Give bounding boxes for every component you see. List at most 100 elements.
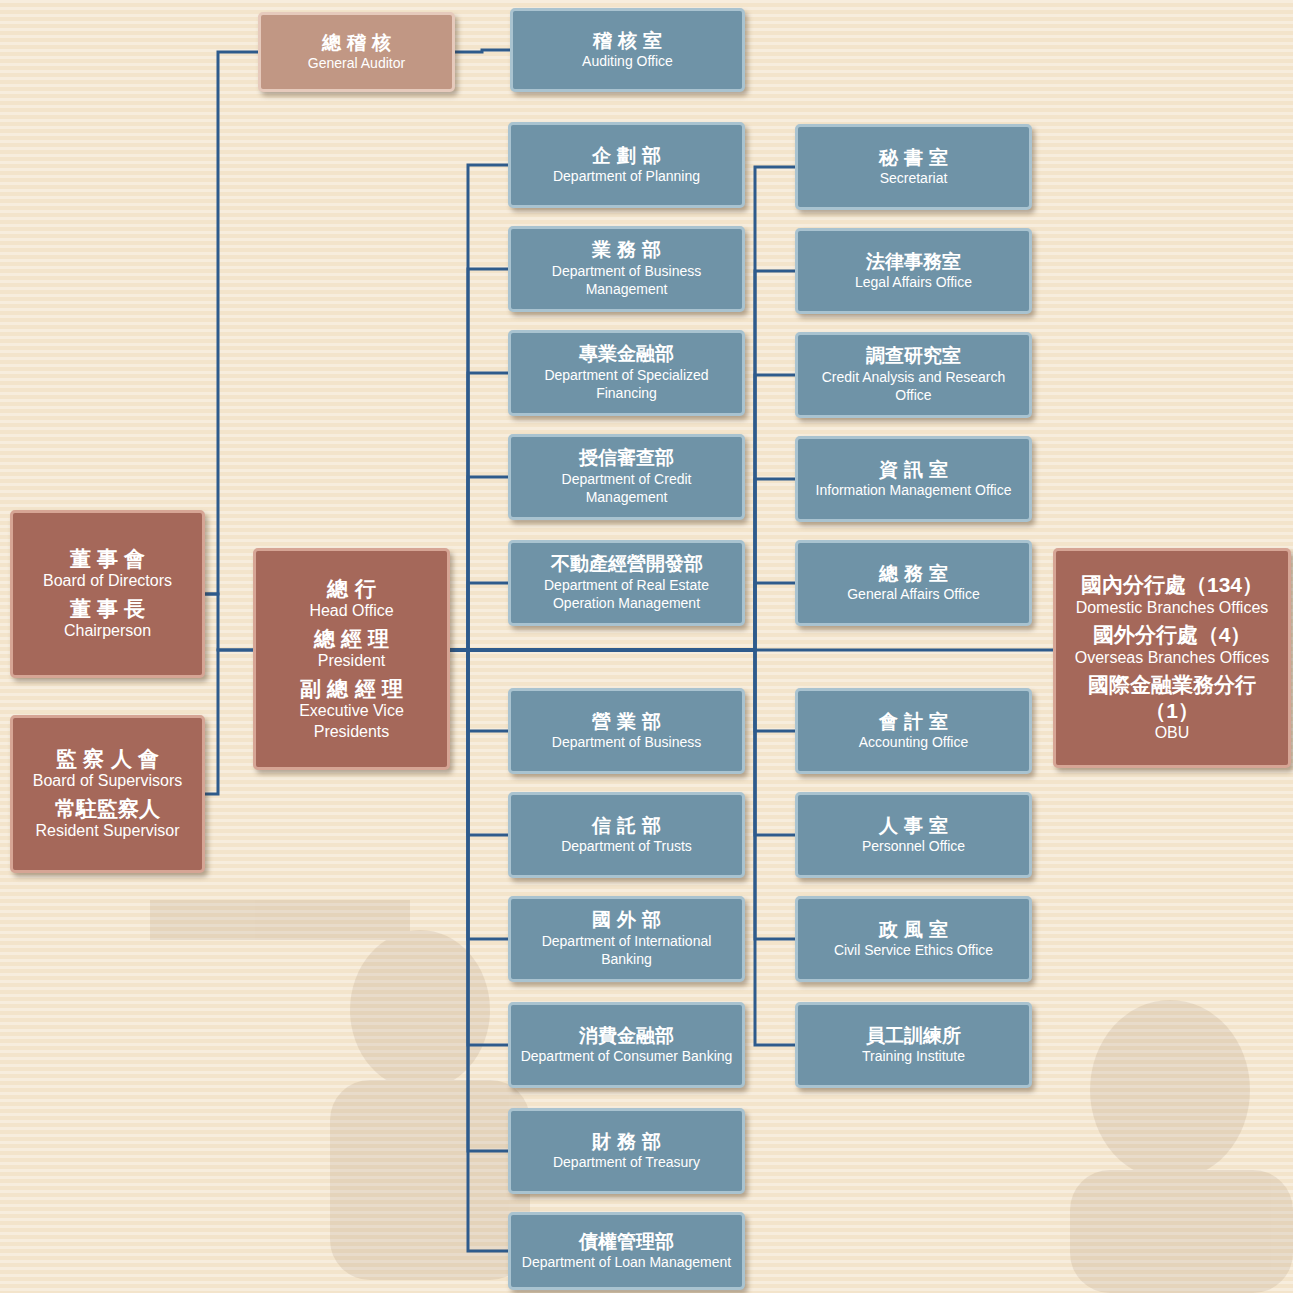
- english-name: Department of Specialized Financing: [519, 366, 734, 402]
- org-connector: [205, 594, 253, 650]
- department-box: 調查研究室Credit Analysis and Research Office: [795, 332, 1032, 418]
- english-name: Department of Business Management: [519, 262, 734, 298]
- chinese-name: 授信審查部: [579, 447, 674, 470]
- chinese-name: 國外分行處（4）: [1093, 622, 1252, 647]
- english-name: General Affairs Office: [847, 585, 980, 603]
- department-box: 政風室Civil Service Ethics Office: [795, 896, 1032, 982]
- org-connector: [450, 269, 508, 650]
- department-box: 人事室Personnel Office: [795, 792, 1032, 878]
- org-connector: [455, 50, 510, 52]
- chinese-name: 董事會: [63, 546, 151, 571]
- chinese-name: 國際金融業務分行（1）: [1064, 672, 1280, 722]
- chinese-name: 消費金融部: [579, 1025, 674, 1048]
- org-box: 總稽核General Auditor: [258, 12, 455, 92]
- department-box: 總務室General Affairs Office: [795, 540, 1032, 626]
- english-name: Credit Analysis and Research Office: [806, 368, 1021, 404]
- english-name: Department of Trusts: [561, 837, 692, 855]
- chinese-name: 資訊室: [874, 459, 954, 482]
- department-box: 員工訓練所Training Institute: [795, 1002, 1032, 1088]
- department-box: 信託部Department of Trusts: [508, 792, 745, 878]
- chinese-name: 調查研究室: [866, 345, 961, 368]
- chinese-name: 企劃部: [587, 145, 667, 168]
- org-connector: [450, 650, 508, 835]
- chinese-name: 監察人會: [50, 746, 166, 771]
- org-connector: [450, 477, 508, 650]
- chinese-name: 不動產經營開發部: [551, 553, 703, 576]
- chinese-name: 員工訓練所: [866, 1025, 961, 1048]
- english-name: President: [318, 651, 386, 672]
- english-name: General Auditor: [308, 54, 405, 72]
- english-name: Department of Loan Management: [522, 1253, 731, 1271]
- chinese-name: 人事室: [874, 815, 954, 838]
- chinese-name: 法律事務室: [866, 251, 961, 274]
- chinese-name: 副總經理: [294, 676, 410, 701]
- org-connector: [450, 167, 795, 650]
- chinese-name: 秘書室: [874, 147, 954, 170]
- department-box: 債權管理部Department of Loan Management: [508, 1212, 745, 1290]
- department-box: 資訊室Information Management Office: [795, 436, 1032, 522]
- chinese-name: 債權管理部: [579, 1231, 674, 1254]
- org-box: 董事會Board of Directors董事長Chairperson: [10, 510, 205, 678]
- chinese-name: 營業部: [587, 711, 667, 734]
- org-connector: [450, 165, 508, 650]
- chinese-name: 董事長: [63, 596, 151, 621]
- chinese-name: 財務部: [587, 1131, 667, 1154]
- chinese-name: 稽核室: [588, 30, 668, 53]
- department-box: 授信審查部Department of Credit Management: [508, 434, 745, 520]
- chinese-name: 業務部: [587, 239, 667, 262]
- english-name: Department of Consumer Banking: [521, 1047, 733, 1065]
- department-box: 會計室Accounting Office: [795, 688, 1032, 774]
- department-box: 法律事務室Legal Affairs Office: [795, 228, 1032, 314]
- org-connector: [450, 650, 508, 1251]
- chinese-name: 國內分行處（134）: [1081, 572, 1263, 597]
- english-name: Chairperson: [64, 621, 151, 642]
- english-name: Department of Real Estate Operation Mana…: [519, 576, 734, 612]
- english-name: Domestic Branches Offices: [1076, 598, 1269, 619]
- org-connector: [205, 52, 258, 594]
- english-name: Department of Business: [552, 733, 701, 751]
- chinese-name: 常駐監察人: [55, 796, 160, 821]
- org-box: 國內分行處（134）Domestic Branches Offices 國外分行處…: [1053, 548, 1291, 768]
- org-connector: [450, 650, 508, 731]
- org-connector: [450, 650, 508, 939]
- english-name: Information Management Office: [816, 481, 1012, 499]
- figure: [1070, 1170, 1293, 1293]
- english-name: Head Office: [309, 601, 393, 622]
- department-box: 營業部Department of Business: [508, 688, 745, 774]
- english-name: Secretariat: [880, 169, 948, 187]
- chinese-name: 總稽核: [317, 32, 397, 55]
- english-name: OBU: [1155, 723, 1190, 744]
- chinese-name: 專業金融部: [579, 343, 674, 366]
- org-connector: [450, 271, 795, 650]
- department-box: 消費金融部Department of Consumer Banking: [508, 1002, 745, 1088]
- chinese-name: 總行: [321, 576, 382, 601]
- org-connector: [450, 649, 1053, 652]
- department-box: 不動產經營開發部Department of Real Estate Operat…: [508, 540, 745, 626]
- org-connector: [205, 650, 253, 794]
- english-name: Resident Supervisor: [35, 821, 179, 842]
- english-name: Department of Credit Management: [519, 470, 734, 506]
- org-connector: [450, 650, 508, 1045]
- figure: [1090, 1000, 1250, 1180]
- department-box: 稽核室Auditing Office: [510, 8, 745, 92]
- department-box: 秘書室Secretariat: [795, 124, 1032, 210]
- english-name: Accounting Office: [859, 733, 968, 751]
- org-connector: [450, 583, 508, 650]
- chinese-name: 會計室: [874, 711, 954, 734]
- english-name: Overseas Branches Offices: [1075, 648, 1269, 669]
- org-connector: [450, 650, 508, 1151]
- org-connector: [450, 650, 795, 1045]
- org-connector: [450, 375, 795, 650]
- org-box: 總行Head Office總經理President副總經理Executive V…: [253, 548, 450, 770]
- english-name: Auditing Office: [582, 52, 673, 70]
- desk: [150, 900, 410, 940]
- english-name: Department of Treasury: [553, 1153, 700, 1171]
- department-box: 財務部Department of Treasury: [508, 1108, 745, 1194]
- org-box: 監察人會Board of Supervisors常駐監察人Resident Su…: [10, 715, 205, 873]
- chinese-name: 信託部: [587, 815, 667, 838]
- chinese-name: 國外部: [587, 909, 667, 932]
- english-name: Legal Affairs Office: [855, 273, 972, 291]
- english-name: Personnel Office: [862, 837, 965, 855]
- english-name: Training Institute: [862, 1047, 965, 1065]
